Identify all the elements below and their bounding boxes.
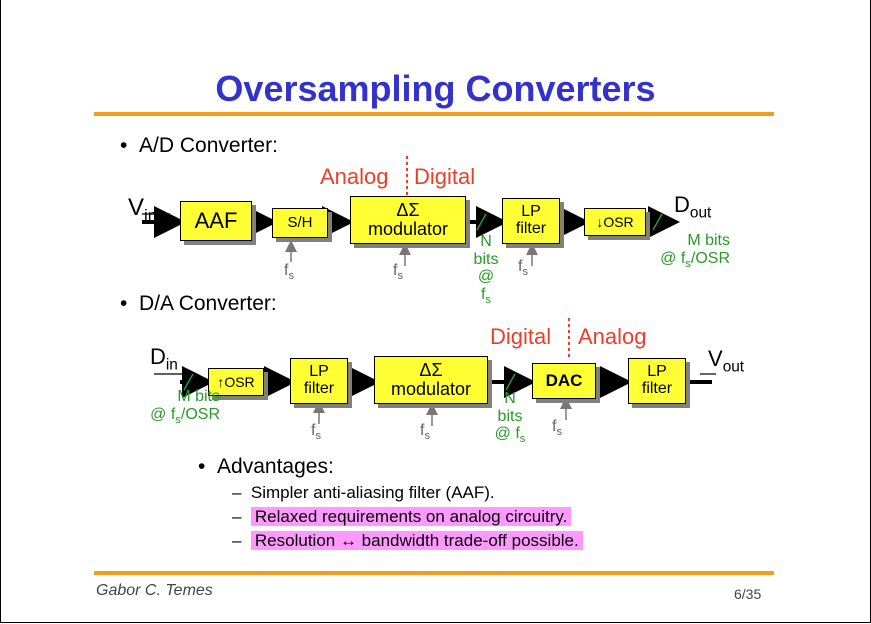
- slide-title: Oversampling Converters: [215, 68, 656, 109]
- footer-author: Gabor C. Temes: [96, 582, 213, 599]
- ad-output-label: Dout: [674, 192, 712, 222]
- da-bullet: • D/A Converter:: [120, 292, 277, 315]
- da-analog-label: Analog: [578, 324, 647, 349]
- da-m-bits-label: M bits@ fs/OSR: [150, 388, 220, 426]
- sample-hold-block: S/H: [272, 208, 328, 238]
- ad-fs-lp: fs: [518, 258, 529, 279]
- da-input-label: Din: [150, 344, 178, 374]
- aaf-block: AAF: [180, 201, 252, 241]
- da-digital-label: Digital: [490, 324, 552, 349]
- dac-block: DAC: [532, 363, 596, 399]
- advantage-item-3: – Resolution ↔ bandwidth trade-off possi…: [232, 531, 583, 551]
- da-output-label: Vout: [708, 346, 745, 376]
- ad-digital-label: Digital: [414, 164, 476, 189]
- ad-fs-mod: fs: [393, 262, 404, 283]
- page-number: 6/35: [734, 586, 762, 602]
- ad-m-bits-label: M bits@ fs/OSR: [660, 232, 730, 270]
- ad-decimator-block: ↓OSR: [584, 208, 646, 236]
- da-interpolator-block: ↑OSR: [208, 368, 264, 396]
- advantages-bullet: • Advantages:: [198, 455, 334, 478]
- da-fs-mod: fs: [420, 422, 431, 443]
- footer-rule: [94, 571, 774, 575]
- da-fs-dac: fs: [552, 418, 563, 439]
- ad-fs-sh: fs: [284, 262, 295, 283]
- ad-analog-label: Analog: [320, 164, 389, 189]
- ad-input-label: Vin: [128, 194, 158, 225]
- ad-bullet: • A/D Converter:: [120, 134, 278, 157]
- title-rule: [94, 112, 774, 116]
- advantage-item-1: – Simpler anti-aliasing filter (AAF).: [232, 483, 495, 502]
- advantage-item-2: – Relaxed requirements on analog circuit…: [232, 507, 572, 527]
- da-fs-lp: fs: [311, 422, 322, 443]
